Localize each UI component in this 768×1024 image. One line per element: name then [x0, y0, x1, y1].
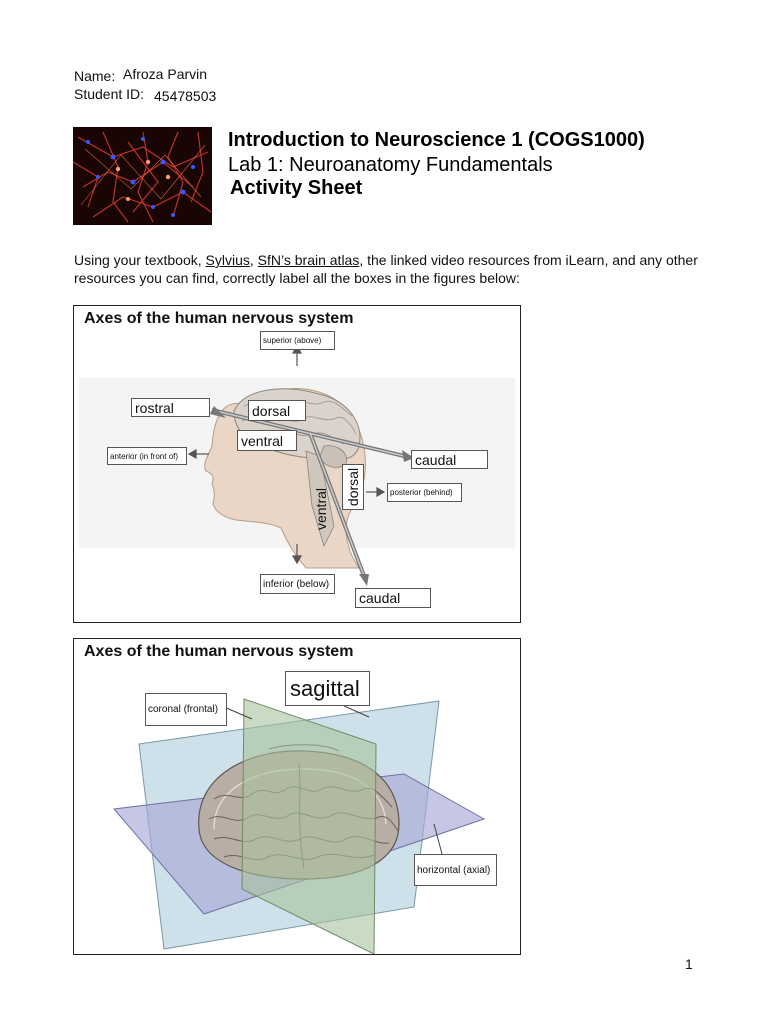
figure2-title: Axes of the human nervous system	[84, 643, 354, 660]
sfn-brain-atlas-link[interactable]: SfN’s brain atlas	[257, 252, 360, 268]
label-dorsal-head: dorsal	[248, 400, 306, 421]
course-title: Introduction to Neuroscience 1 (COGS1000…	[228, 129, 645, 151]
label-caudal-spine: caudal	[355, 588, 431, 608]
neuron-image	[72, 127, 212, 225]
instructions-paragraph: Using your textbook, Sylvius, SfN’s brai…	[74, 251, 714, 287]
page-number: 1	[685, 956, 693, 972]
label-ventral-spine: ventral	[313, 487, 329, 531]
label-inferior: inferior (below)	[260, 574, 335, 594]
sylvius-link[interactable]: Sylvius	[205, 252, 250, 268]
label-horizontal: horizontal (axial)	[414, 854, 497, 886]
name-label: Name:	[74, 68, 116, 84]
figure-brain-planes: Axes of the human nervous system sagitta…	[73, 638, 521, 955]
student-id-label: Student ID:	[74, 86, 145, 102]
label-coronal: coronal (frontal)	[145, 693, 227, 726]
sheet-title: Activity Sheet	[230, 177, 363, 199]
label-posterior: posterior (behind)	[387, 483, 462, 502]
label-dorsal-spine: dorsal	[342, 464, 364, 510]
label-rostral: rostral	[131, 398, 210, 417]
figure1-title: Axes of the human nervous system	[84, 310, 354, 327]
brain-planes-illustration	[113, 698, 486, 954]
intro-text-3: , the linked video resources from iLearn…	[74, 252, 698, 286]
label-sagittal: sagittal	[285, 671, 370, 706]
intro-text-2: ,	[249, 252, 258, 268]
neuron-micrograph	[72, 127, 212, 225]
name-value: Afroza Parvin	[123, 66, 208, 82]
label-caudal-head: caudal	[411, 450, 488, 469]
label-ventral-head: ventral	[237, 430, 297, 451]
label-anterior: anterior (in front of)	[107, 447, 187, 465]
lab-title: Lab 1: Neuroanatomy Fundamentals	[228, 154, 553, 176]
student-id-value: 45478503	[154, 88, 217, 104]
label-superior: superior (above)	[260, 331, 335, 350]
intro-text-1: Using your textbook,	[74, 252, 206, 268]
figure-axes-head: Axes of the human nervous system	[73, 305, 521, 623]
